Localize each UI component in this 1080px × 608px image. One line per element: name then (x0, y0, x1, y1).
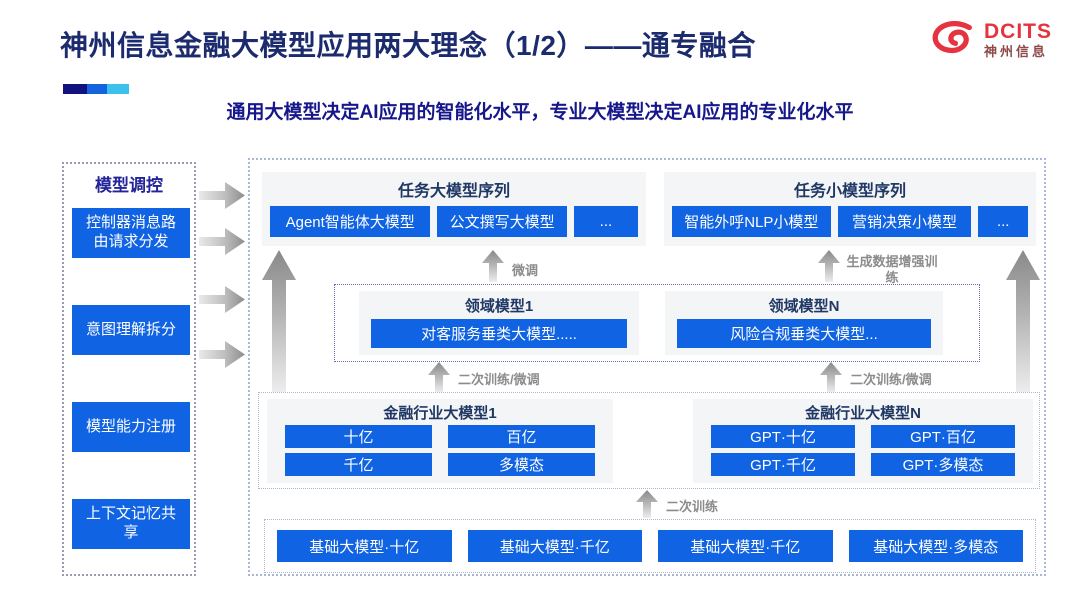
arrow-label-gen-data-augment: 生成数据增强训练 (846, 254, 938, 286)
accent-segment (87, 84, 107, 94)
model-chip: 千亿 (285, 453, 432, 476)
panel-title: 任务大模型序列 (397, 183, 510, 200)
right-arrow-icon (199, 182, 245, 209)
model-chip: 基础大模型·多模态 (848, 530, 1023, 562)
diagram-panel: 任务大模型序列 Agent智能体大模型 公文撰写大模型 ... 任务小模型序列 … (248, 158, 1046, 576)
up-arrow-icon (262, 250, 296, 392)
right-arrow-icon (199, 341, 245, 368)
model-chip: 智能外呼NLP小模型 (672, 206, 831, 237)
model-chip: 基础大模型·千亿 (658, 530, 833, 562)
model-chip: Agent智能体大模型 (270, 206, 431, 237)
slide-subtitle: 通用大模型决定AI应用的智能化水平，专业大模型决定AI应用的专业化水平 (226, 102, 854, 123)
model-chip: 风险合规垂类大模型... (677, 319, 931, 348)
task-small-model-seq-panel: 任务小模型序列 智能外呼NLP小模型 营销决策小模型 ... (664, 172, 1036, 246)
panel-title: 领域模型N (768, 298, 840, 315)
sidebar-item-controller-routing: 控制器消息路由请求分发 (72, 208, 190, 258)
industry-model-1-panel: 金融行业大模型1 十亿 百亿 千亿 多模态 (267, 399, 613, 483)
model-chip: 百亿 (448, 425, 595, 448)
arrow-label-retrain-finetune: 二次训练/微调 (850, 372, 932, 387)
panel-title: 任务小模型序列 (793, 183, 906, 200)
up-arrow-icon (636, 490, 658, 518)
brand-name: DCITS (984, 20, 1052, 44)
sidebar-item-intent-split: 意图理解拆分 (72, 305, 190, 355)
sidebar-title: 模型调控 (95, 176, 163, 195)
panel-title: 金融行业大模型1 (383, 405, 497, 422)
sidebar-item-context-memory: 上下文记忆共享 (72, 499, 190, 549)
chip-grid: 十亿 百亿 千亿 多模态 (285, 425, 595, 476)
model-chip: 十亿 (285, 425, 432, 448)
model-chip: GPT·千亿 (711, 453, 855, 476)
chip-row: 智能外呼NLP小模型 营销决策小模型 ... (672, 206, 1028, 237)
model-control-sidebar: 模型调控 控制器消息路由请求分发 意图理解拆分 模型能力注册 上下文记忆共享 (62, 162, 196, 576)
domain-model-1-panel: 领域模型1 对客服务垂类大模型..... (359, 291, 639, 355)
brand-name-cn: 神州信息 (984, 43, 1049, 59)
up-arrow-icon (818, 250, 840, 282)
model-chip: 对客服务垂类大模型..... (371, 319, 627, 348)
model-chip: GPT·十亿 (711, 425, 855, 448)
sidebar-item-capability-register: 模型能力注册 (72, 402, 190, 452)
model-chip: ... (573, 206, 638, 237)
up-arrow-icon (1006, 250, 1040, 392)
model-chip: GPT·百亿 (871, 425, 1015, 448)
right-arrow-icon (199, 228, 245, 255)
arrow-label-fine-tune: 微调 (512, 263, 539, 278)
domain-model-n-panel: 领域模型N 风险合规垂类大模型... (665, 291, 943, 355)
model-chip: 基础大模型·千亿 (467, 530, 642, 562)
page-title: 神州信息金融大模型应用两大理念（1/2）——通专融合 (60, 30, 756, 61)
arrow-label-retrain: 二次训练 (666, 499, 719, 514)
brand-logo-text: DCITS 神州信息 (984, 20, 1052, 59)
model-chip: 多模态 (448, 453, 595, 476)
task-large-model-seq-panel: 任务大模型序列 Agent智能体大模型 公文撰写大模型 ... (262, 172, 646, 246)
right-arrow-icon (199, 286, 245, 313)
up-arrow-icon (482, 250, 504, 282)
base-models-box: 基础大模型·十亿 基础大模型·千亿 基础大模型·千亿 基础大模型·多模态 (264, 519, 1036, 573)
domain-models-box: 领域模型1 对客服务垂类大模型..... 领域模型N 风险合规垂类大模型... (334, 284, 980, 362)
industry-models-box: 金融行业大模型1 十亿 百亿 千亿 多模态 金融行业大模型N GPT·十亿 GP… (258, 392, 1040, 489)
dcits-swirl-icon (932, 21, 972, 54)
up-arrow-icon (428, 362, 450, 392)
title-accent-bar (63, 84, 129, 94)
model-chip: ... (978, 206, 1028, 237)
model-chip: 公文撰写大模型 (437, 206, 567, 237)
brand-logo: DCITS 神州信息 (930, 20, 1052, 60)
chip-grid: GPT·十亿 GPT·百亿 GPT·千亿 GPT·多模态 (711, 425, 1015, 476)
accent-segment (63, 84, 87, 94)
model-chip: 营销决策小模型 (837, 206, 972, 237)
model-chip: GPT·多模态 (871, 453, 1015, 476)
accent-segment (107, 84, 129, 94)
chip-row: Agent智能体大模型 公文撰写大模型 ... (270, 206, 638, 237)
model-chip: 基础大模型·十亿 (277, 530, 452, 562)
panel-title: 金融行业大模型N (805, 405, 921, 422)
arrow-label-retrain-finetune: 二次训练/微调 (458, 372, 540, 387)
up-arrow-icon (820, 362, 842, 392)
industry-model-n-panel: 金融行业大模型N GPT·十亿 GPT·百亿 GPT·千亿 GPT·多模态 (693, 399, 1033, 483)
panel-title: 领域模型1 (464, 298, 534, 315)
